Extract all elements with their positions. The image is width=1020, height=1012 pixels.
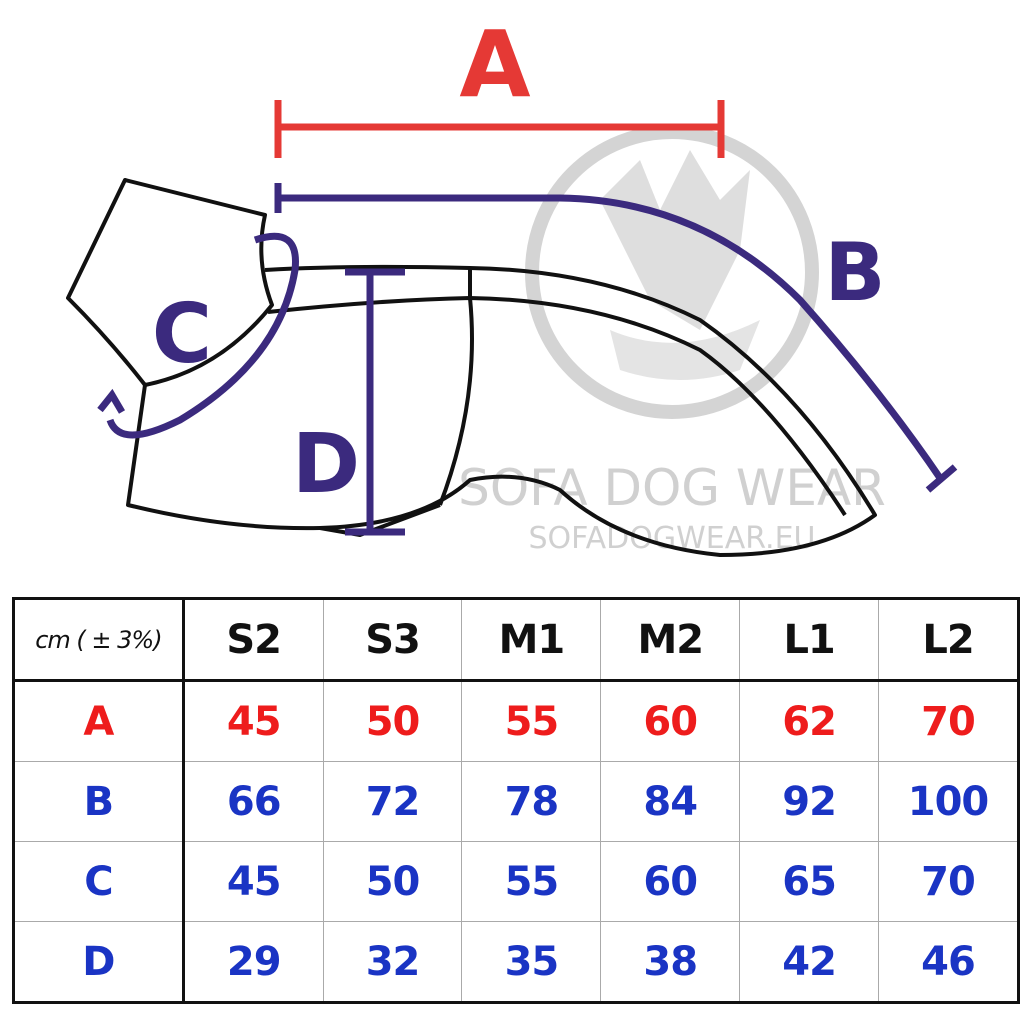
table-row: B 66 72 78 84 92 100 <box>13 761 1019 842</box>
label-d: D <box>292 417 360 512</box>
table-cell: 92 <box>739 761 880 842</box>
table-cell: 60 <box>600 680 741 762</box>
row-label: D <box>13 921 185 1003</box>
measure-d <box>345 268 405 536</box>
size-table: cm ( ± 3%) S2 S3 M1 M2 L1 L2 A 45 50 55 … <box>12 597 1020 1004</box>
row-label: C <box>13 841 185 922</box>
size-diagram: SOFA DOG WEAR SOFADOGWEAR.EU A B C D <box>66 11 958 557</box>
table-cell: 42 <box>739 921 880 1003</box>
table-cell: 72 <box>322 761 463 842</box>
table-cell: 55 <box>461 680 602 762</box>
measure-a <box>274 100 725 158</box>
table-cell: 65 <box>739 841 880 922</box>
size-header: M2 <box>600 598 741 682</box>
label-b: B <box>825 226 886 319</box>
measure-b <box>274 183 958 493</box>
table-cell: 100 <box>878 761 1019 842</box>
row-label: B <box>13 761 185 842</box>
unit-label: cm ( ± 3%) <box>13 598 185 682</box>
table-row: C 45 50 55 60 65 70 <box>13 841 1019 922</box>
table-cell: 66 <box>182 761 324 842</box>
table-header-row: cm ( ± 3%) S2 S3 M1 M2 L1 L2 <box>13 598 1019 682</box>
table-cell: 50 <box>322 680 463 762</box>
size-header: L1 <box>739 598 880 682</box>
table-cell: 62 <box>739 680 880 762</box>
table-cell: 70 <box>878 841 1019 922</box>
table-cell: 60 <box>600 841 741 922</box>
table-cell: 50 <box>322 841 463 922</box>
label-a: A <box>459 11 530 118</box>
table-cell: 70 <box>878 680 1019 762</box>
table-cell: 84 <box>600 761 741 842</box>
label-c: C <box>152 287 212 382</box>
size-header: S3 <box>322 598 463 682</box>
row-label: A <box>13 680 185 762</box>
watermark-url: SOFADOGWEAR.EU <box>528 521 815 556</box>
table-cell: 29 <box>182 921 324 1003</box>
table-cell: 38 <box>600 921 741 1003</box>
coat-outline <box>66 178 877 557</box>
table-cell: 32 <box>322 921 463 1003</box>
table-cell: 78 <box>461 761 602 842</box>
table-cell: 45 <box>182 841 324 922</box>
table-cell: 55 <box>461 841 602 922</box>
size-header: L2 <box>878 598 1019 682</box>
table-row: D 29 32 35 38 42 46 <box>13 921 1019 1003</box>
watermark-brand: SOFA DOG WEAR <box>458 459 886 517</box>
size-header: S2 <box>182 598 324 682</box>
watermark-logo: SOFA DOG WEAR SOFADOGWEAR.EU <box>458 125 886 556</box>
table-cell: 35 <box>461 921 602 1003</box>
table-cell: 46 <box>878 921 1019 1003</box>
table-cell: 45 <box>182 680 324 762</box>
table-row: A 45 50 55 60 62 70 <box>13 680 1019 762</box>
size-header: M1 <box>461 598 602 682</box>
measure-c <box>97 232 299 439</box>
